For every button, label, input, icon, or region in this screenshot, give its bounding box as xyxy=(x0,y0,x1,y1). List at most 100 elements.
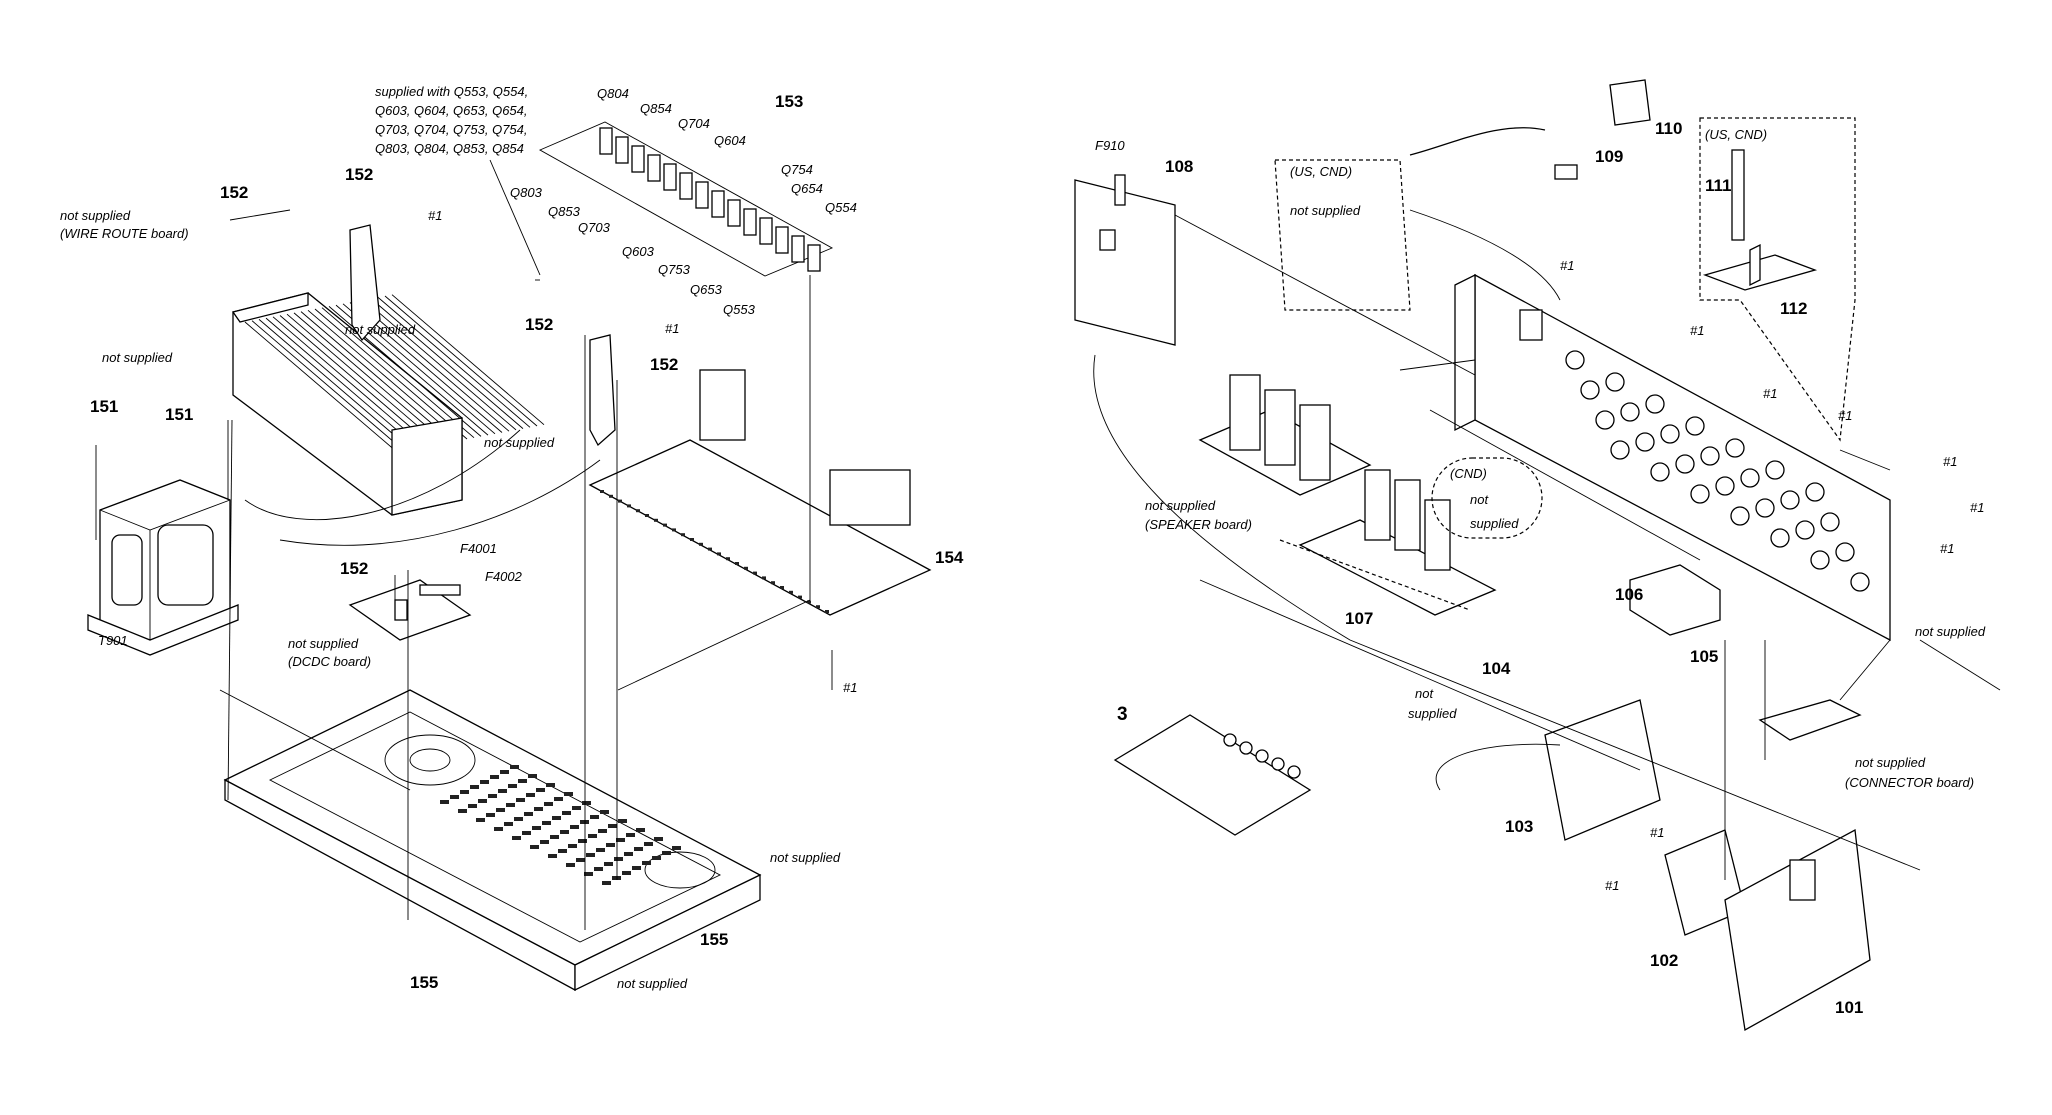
chassis-vent xyxy=(622,871,631,875)
chassis-vent xyxy=(602,881,611,885)
rear-jack xyxy=(1685,416,1705,436)
part-number: 102 xyxy=(1650,951,1678,970)
rear-jack xyxy=(1810,550,1830,570)
rear-jack xyxy=(1635,432,1655,452)
screw-label: #1 xyxy=(1690,323,1704,338)
chassis-vent xyxy=(632,866,641,870)
part-number: 154 xyxy=(935,548,964,567)
board-103 xyxy=(1544,699,1661,841)
rear-jack xyxy=(1610,440,1630,460)
heatsink-fin xyxy=(265,317,419,449)
note-text: not xyxy=(1470,492,1489,507)
guide-lines-right xyxy=(1093,209,2001,880)
chassis-vent xyxy=(552,816,561,820)
transistor xyxy=(775,226,789,254)
left-notes: not supplied (WIRE ROUTE board) not supp… xyxy=(60,208,841,991)
dcdc-board xyxy=(348,579,472,641)
supplied-note-line: Q603, Q604, Q653, Q654, xyxy=(375,103,528,118)
heatsink-fin xyxy=(244,321,398,453)
pcb-pad xyxy=(717,552,721,556)
part-number: F910 xyxy=(1095,138,1125,153)
chassis-vent xyxy=(644,842,653,846)
heatsink-fin xyxy=(286,313,440,445)
supplied-note-line: supplied with Q553, Q554, xyxy=(375,84,528,99)
supplied-note-line: Q703, Q704, Q753, Q754, xyxy=(375,122,528,137)
chassis-vent xyxy=(626,833,635,837)
module-105 xyxy=(1629,564,1721,636)
part-number: 109 xyxy=(1595,147,1623,166)
heatsink-fin xyxy=(363,299,517,431)
chassis-vent xyxy=(576,858,585,862)
heatsink-fin xyxy=(384,295,538,427)
right-notes: (US, CND) not supplied (US, CND) not sup… xyxy=(1145,127,1986,790)
screw-label: #1 xyxy=(428,208,442,223)
chassis-vent xyxy=(588,834,597,838)
chassis-vent xyxy=(586,853,595,857)
screw-label: #1 xyxy=(665,321,679,336)
chassis-vent xyxy=(450,795,459,799)
heatsink-fin xyxy=(307,309,461,441)
chassis-vent xyxy=(540,840,549,844)
chassis-vent xyxy=(476,818,485,822)
speaker-board xyxy=(1198,374,1372,496)
note-text: (CND) xyxy=(1450,466,1487,481)
transistor-label: Q803 xyxy=(510,185,543,200)
transistor xyxy=(711,190,725,218)
chassis-vent xyxy=(614,857,623,861)
chassis-vent xyxy=(510,765,519,769)
chassis-vent xyxy=(580,820,589,824)
pcb-pad xyxy=(600,490,604,493)
screw-label: #1 xyxy=(1940,541,1954,556)
note-text: (DCDC board) xyxy=(288,654,371,669)
pcb-pad xyxy=(618,499,622,503)
rear-jack xyxy=(1725,438,1745,458)
pcb-pad xyxy=(816,605,820,609)
chassis-vent xyxy=(528,774,537,778)
note-text: not supplied xyxy=(60,208,131,223)
chassis-vent xyxy=(600,810,609,814)
chassis-vent xyxy=(596,848,605,852)
screw-label: #1 xyxy=(1560,258,1574,273)
board-3-switch xyxy=(1239,741,1253,755)
chassis-vent xyxy=(504,822,513,826)
chassis-vent xyxy=(530,845,539,849)
pcb-pad xyxy=(807,600,811,604)
part-number: 151 xyxy=(90,397,118,416)
part-number: 101 xyxy=(1835,998,1863,1017)
transistor-label: Q604 xyxy=(714,133,746,148)
note-text: not supplied xyxy=(484,435,555,450)
part-number: 106 xyxy=(1615,585,1643,604)
pcb-pad xyxy=(636,509,640,513)
rear-jack xyxy=(1795,520,1815,540)
mounting-bracket xyxy=(349,224,616,447)
pcb-pad xyxy=(627,504,631,508)
transistor xyxy=(727,199,741,227)
chassis-vent xyxy=(560,830,569,834)
transistor xyxy=(743,208,757,236)
rear-jack xyxy=(1715,476,1735,496)
rear-jack xyxy=(1620,402,1640,422)
rear-jack xyxy=(1850,572,1870,592)
part-number: 153 xyxy=(775,92,803,111)
chassis-vent xyxy=(468,804,477,808)
screw-label: #1 xyxy=(1838,408,1852,423)
pcb-pad xyxy=(690,538,694,541)
note-text: (CONNECTOR board) xyxy=(1845,775,1974,790)
chassis-vent xyxy=(558,849,567,853)
rear-jack xyxy=(1675,454,1695,474)
part-number: F4001 xyxy=(460,541,497,556)
heatsink-fin xyxy=(258,319,412,450)
chassis-vent xyxy=(606,843,615,847)
pcb-pad xyxy=(825,610,829,613)
chassis-vent xyxy=(440,800,449,804)
connector-board xyxy=(1758,699,1862,741)
heatsink-fin xyxy=(391,294,545,426)
heatsink xyxy=(231,292,545,516)
chassis-vent xyxy=(518,779,527,783)
part-number: 152 xyxy=(525,315,553,334)
part-number: 152 xyxy=(345,165,373,184)
pcb-pad xyxy=(645,514,649,517)
rear-jack xyxy=(1660,424,1680,444)
transistor-label: Q554 xyxy=(825,200,857,215)
pcb-pad xyxy=(771,581,775,585)
